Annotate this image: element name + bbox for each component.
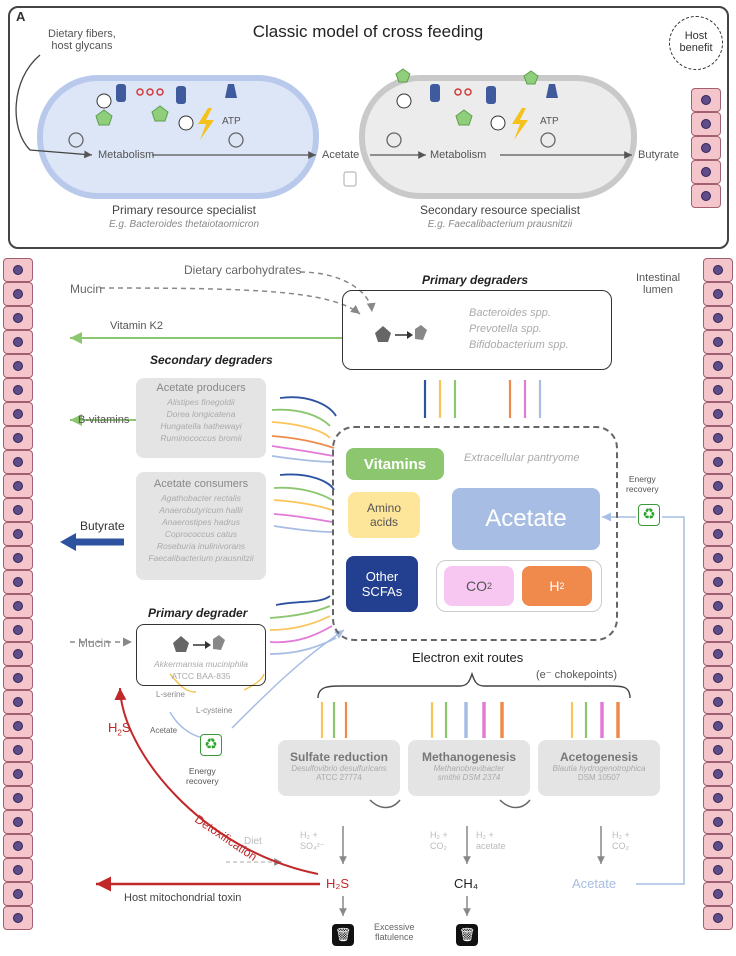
lightning-icon <box>198 108 214 140</box>
intestinal-lumen-label: Intestinal lumen <box>636 272 681 296</box>
vitamin-k2-label: Vitamin K2 <box>110 320 163 332</box>
primary-degraders-list: Bacteroides spp. Prevotella spp. Bifidob… <box>469 307 569 351</box>
acetate-consumers-box: Acetate consumers Agathobacter rectalis … <box>136 472 266 580</box>
methanogenesis-box: Methanogenesis Methanobrevibacter smithi… <box>408 740 530 796</box>
primary-degraders-box: Bacteroides spp. Prevotella spp. Bifidob… <box>342 290 612 370</box>
electron-exit-title: Electron exit routes <box>412 650 524 665</box>
panel-label: A <box>16 9 26 24</box>
atp-label-2: ATP <box>540 116 559 127</box>
ch4-output-label: CH₄ <box>454 876 479 891</box>
recycle-icon: ♻ <box>200 734 222 756</box>
energy-recovery-left-label: Energy recovery <box>186 766 219 786</box>
excessive-flatulence-label: Excessive flatulence <box>374 922 415 942</box>
diet-label: Diet <box>244 836 262 847</box>
butyrate-label-b: Butyrate <box>80 519 125 533</box>
trash-icon: 🗑 <box>332 924 354 946</box>
butyrate-label-a: Butyrate <box>638 149 679 161</box>
chokepoints-label: (e⁻ chokepoints) <box>536 669 618 681</box>
metabolism-label-2: Metabolism <box>430 149 487 161</box>
primary-specialist-example: E.g. Bacteroides thetaiotaomicron <box>108 219 260 230</box>
secondary-specialist-example: E.g. Faecalibacterium prausnitzii <box>427 219 573 230</box>
host-toxin-label: Host mitochondrial toxin <box>124 892 242 904</box>
energy-recovery-right-label: Energy recovery <box>626 474 659 494</box>
amino-acids-pill: Amino acids <box>348 492 420 538</box>
aceto-inputs: H₂ + CO₂ <box>612 830 630 851</box>
methano-inputs-1: H₂ + CO₂ <box>430 830 448 851</box>
sulfate-reduction-box: Sulfate reduction Desulfovibrio desulfur… <box>278 740 400 796</box>
acetate-pill: Acetate <box>452 488 600 550</box>
h2s-left-label: H2S <box>108 720 131 738</box>
b-vitamins-label: B-vitamins <box>78 414 130 426</box>
primary-bacterium-cell <box>37 75 319 199</box>
primary-degrader-title: Primary degrader <box>148 606 248 620</box>
dietary-carbs-label: Dietary carbohydrates <box>184 263 302 277</box>
secondary-degraders-title: Secondary degraders <box>150 353 273 367</box>
trash-icon: 🗑 <box>456 924 478 946</box>
acetate-small-label: Acetate <box>150 726 178 735</box>
pentagon-icon <box>171 631 231 658</box>
epithelium-right <box>703 258 733 930</box>
l-cysteine-label: L-cysteine <box>196 706 233 715</box>
primary-degraders-title: Primary degraders <box>422 273 529 287</box>
methano-inputs-2: H₂ + acetate <box>476 830 506 851</box>
mucin-top-label: Mucin <box>70 282 103 296</box>
lightning-icon <box>512 108 528 140</box>
mucin-left-label: Mucin <box>78 636 111 650</box>
other-scfas-pill: Other SCFAs <box>346 556 418 612</box>
panel-a-diagram <box>15 54 637 199</box>
secondary-specialist-title: Secondary resource specialist <box>419 203 581 217</box>
h2s-output-label: H₂S <box>326 876 350 891</box>
acetate-output-label: Acetate <box>572 876 617 891</box>
secondary-bacterium-cell <box>359 75 637 199</box>
metabolism-label-1: Metabolism <box>98 149 155 161</box>
acetogenesis-box: Acetogenesis Blautia hydrogenotrophica D… <box>538 740 660 796</box>
host-benefit-circle: Host benefit <box>669 16 723 70</box>
atp-label-1: ATP <box>222 116 241 127</box>
panel-a-title: Classic model of cross feeding <box>252 22 484 41</box>
gas-container <box>436 560 602 612</box>
vitamins-pill: Vitamins <box>346 448 444 480</box>
extracellular-label: Extracellular pantryome <box>464 452 580 464</box>
sulfate-inputs: H₂ + SO₄²⁻ <box>300 830 325 851</box>
extracellular-pantryome <box>332 426 618 641</box>
panel-b-arrows <box>60 271 685 916</box>
acetate-label-a: Acetate <box>322 149 360 161</box>
primary-specialist-title: Primary resource specialist <box>111 203 257 217</box>
akkermansia-box: Akkermansia muciniphila ATCC BAA-835 <box>136 624 266 686</box>
pentagon-icon <box>373 321 433 348</box>
recycle-icon: ♻ <box>638 504 660 526</box>
epithelium-a <box>691 88 721 208</box>
acetate-producers-box: Acetate producers Alistipes finegoldii D… <box>136 378 266 458</box>
dietary-fibers-label: Dietary fibers, host glycans <box>48 28 116 52</box>
epithelium-left <box>3 258 33 930</box>
l-serine-label: L-serine <box>156 690 185 699</box>
